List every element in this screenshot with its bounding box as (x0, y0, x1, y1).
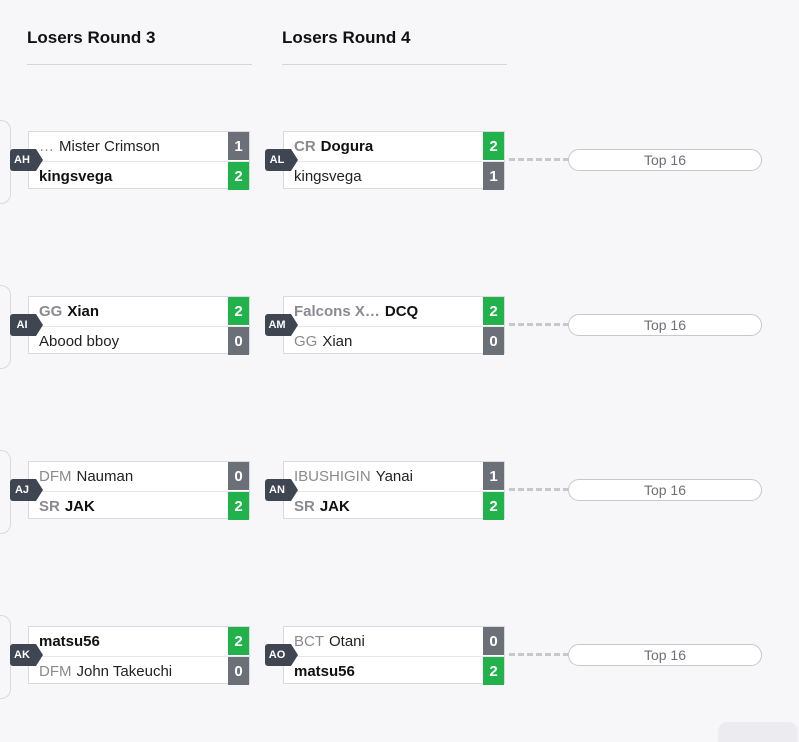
match-id-tag: AO (265, 644, 298, 666)
score-badge: 1 (228, 132, 249, 160)
match-slot-bottom[interactable]: matsu56 2 (284, 656, 504, 685)
match-id-tag: AK (10, 644, 43, 666)
match-card[interactable]: GG Xian 2 Abood bboy 0 (28, 296, 250, 355)
player-name: Dogura (320, 138, 374, 155)
team-prefix: GG (294, 332, 318, 350)
player-name: Xian (67, 303, 100, 320)
match-card[interactable]: … Mister Crimson 1 kingsvega 2 (28, 131, 250, 190)
match-slot-bottom[interactable]: SR JAK 2 (284, 491, 504, 520)
next-round-pill[interactable]: Top 16 (568, 644, 762, 666)
corner-element (718, 722, 798, 742)
player-name: Xian (322, 332, 353, 350)
player-name: kingsvega (39, 167, 113, 185)
score-badge: 2 (228, 297, 249, 325)
match-id-tag: AL (265, 149, 298, 171)
match-slot-top[interactable]: BCT Otani 0 (284, 627, 504, 656)
match-card[interactable]: CR Dogura 2 kingsvega 1 (283, 131, 505, 190)
player-name: matsu56 (39, 633, 100, 650)
player-name: Abood bboy (39, 332, 120, 350)
match-card[interactable]: Falcons X… DCQ 2 GG Xian 0 (283, 296, 505, 355)
team-prefix: DFM (39, 468, 72, 485)
player-name: matsu56 (294, 662, 355, 680)
player-name: Nauman (76, 468, 134, 485)
match-id-tag: AM (265, 314, 298, 336)
next-round-pill[interactable]: Top 16 (568, 314, 762, 336)
team-prefix: GG (39, 303, 63, 320)
match-card[interactable]: DFM Nauman 0 SR JAK 2 (28, 461, 250, 520)
match-id-tag: AI (10, 314, 43, 336)
match-slot-bottom[interactable]: GG Xian 0 (284, 326, 504, 355)
score-badge: 0 (228, 657, 249, 685)
match-slot-top[interactable]: CR Dogura 2 (284, 132, 504, 161)
match-slot-top[interactable]: Falcons X… DCQ 2 (284, 297, 504, 326)
score-badge: 2 (483, 132, 504, 160)
player-name: Otani (329, 633, 365, 650)
next-round-pill[interactable]: Top 16 (568, 479, 762, 501)
score-badge: 0 (228, 462, 249, 490)
team-prefix: DFM (39, 662, 72, 680)
score-badge: 2 (228, 627, 249, 655)
match-slot-top[interactable]: … Mister Crimson 1 (29, 132, 249, 161)
team-prefix: IBUSHIGIN (294, 468, 371, 485)
next-round-pill[interactable]: Top 16 (568, 149, 762, 171)
score-badge: 2 (228, 162, 249, 190)
connector-line (509, 488, 569, 491)
match-card[interactable]: IBUSHIGIN Yanai 1 SR JAK 2 (283, 461, 505, 520)
match-slot-top[interactable]: IBUSHIGIN Yanai 1 (284, 462, 504, 491)
score-badge: 0 (228, 327, 249, 355)
connector-line (509, 653, 569, 656)
team-prefix: CR (294, 138, 316, 155)
score-badge: 2 (483, 297, 504, 325)
match-slot-bottom[interactable]: SR JAK 2 (29, 491, 249, 520)
player-name: JAK (319, 497, 350, 515)
match-id-tag: AH (10, 149, 43, 171)
match-id-tag: AN (265, 479, 298, 501)
score-badge: 1 (483, 162, 504, 190)
match-slot-top[interactable]: GG Xian 2 (29, 297, 249, 326)
score-badge: 2 (483, 657, 504, 685)
player-name: John Takeuchi (76, 662, 173, 680)
team-prefix: BCT (294, 633, 324, 650)
player-name: DCQ (384, 303, 419, 320)
team-prefix: Falcons X… (294, 303, 380, 320)
round-header-losers-4: Losers Round 4 (282, 28, 507, 65)
match-slot-top[interactable]: DFM Nauman 0 (29, 462, 249, 491)
player-name: kingsvega (294, 167, 362, 185)
score-badge: 2 (228, 492, 249, 520)
connector-line (509, 158, 569, 161)
match-slot-bottom[interactable]: kingsvega 1 (284, 161, 504, 190)
score-badge: 1 (483, 462, 504, 490)
match-slot-bottom[interactable]: kingsvega 2 (29, 161, 249, 190)
team-prefix: SR (39, 497, 60, 515)
match-slot-bottom[interactable]: Abood bboy 0 (29, 326, 249, 355)
match-id-tag: AJ (10, 479, 43, 501)
match-card[interactable]: matsu56 2 DFM John Takeuchi 0 (28, 626, 250, 685)
match-slot-top[interactable]: matsu56 2 (29, 627, 249, 656)
score-badge: 0 (483, 627, 504, 655)
player-name: Mister Crimson (59, 138, 160, 155)
player-name: Yanai (375, 468, 413, 485)
score-badge: 0 (483, 327, 504, 355)
match-card[interactable]: BCT Otani 0 matsu56 2 (283, 626, 505, 685)
round-header-losers-3: Losers Round 3 (27, 28, 252, 65)
score-badge: 2 (483, 492, 504, 520)
player-name: JAK (64, 497, 95, 515)
connector-line (509, 323, 569, 326)
match-slot-bottom[interactable]: DFM John Takeuchi 0 (29, 656, 249, 685)
team-prefix: SR (294, 497, 315, 515)
